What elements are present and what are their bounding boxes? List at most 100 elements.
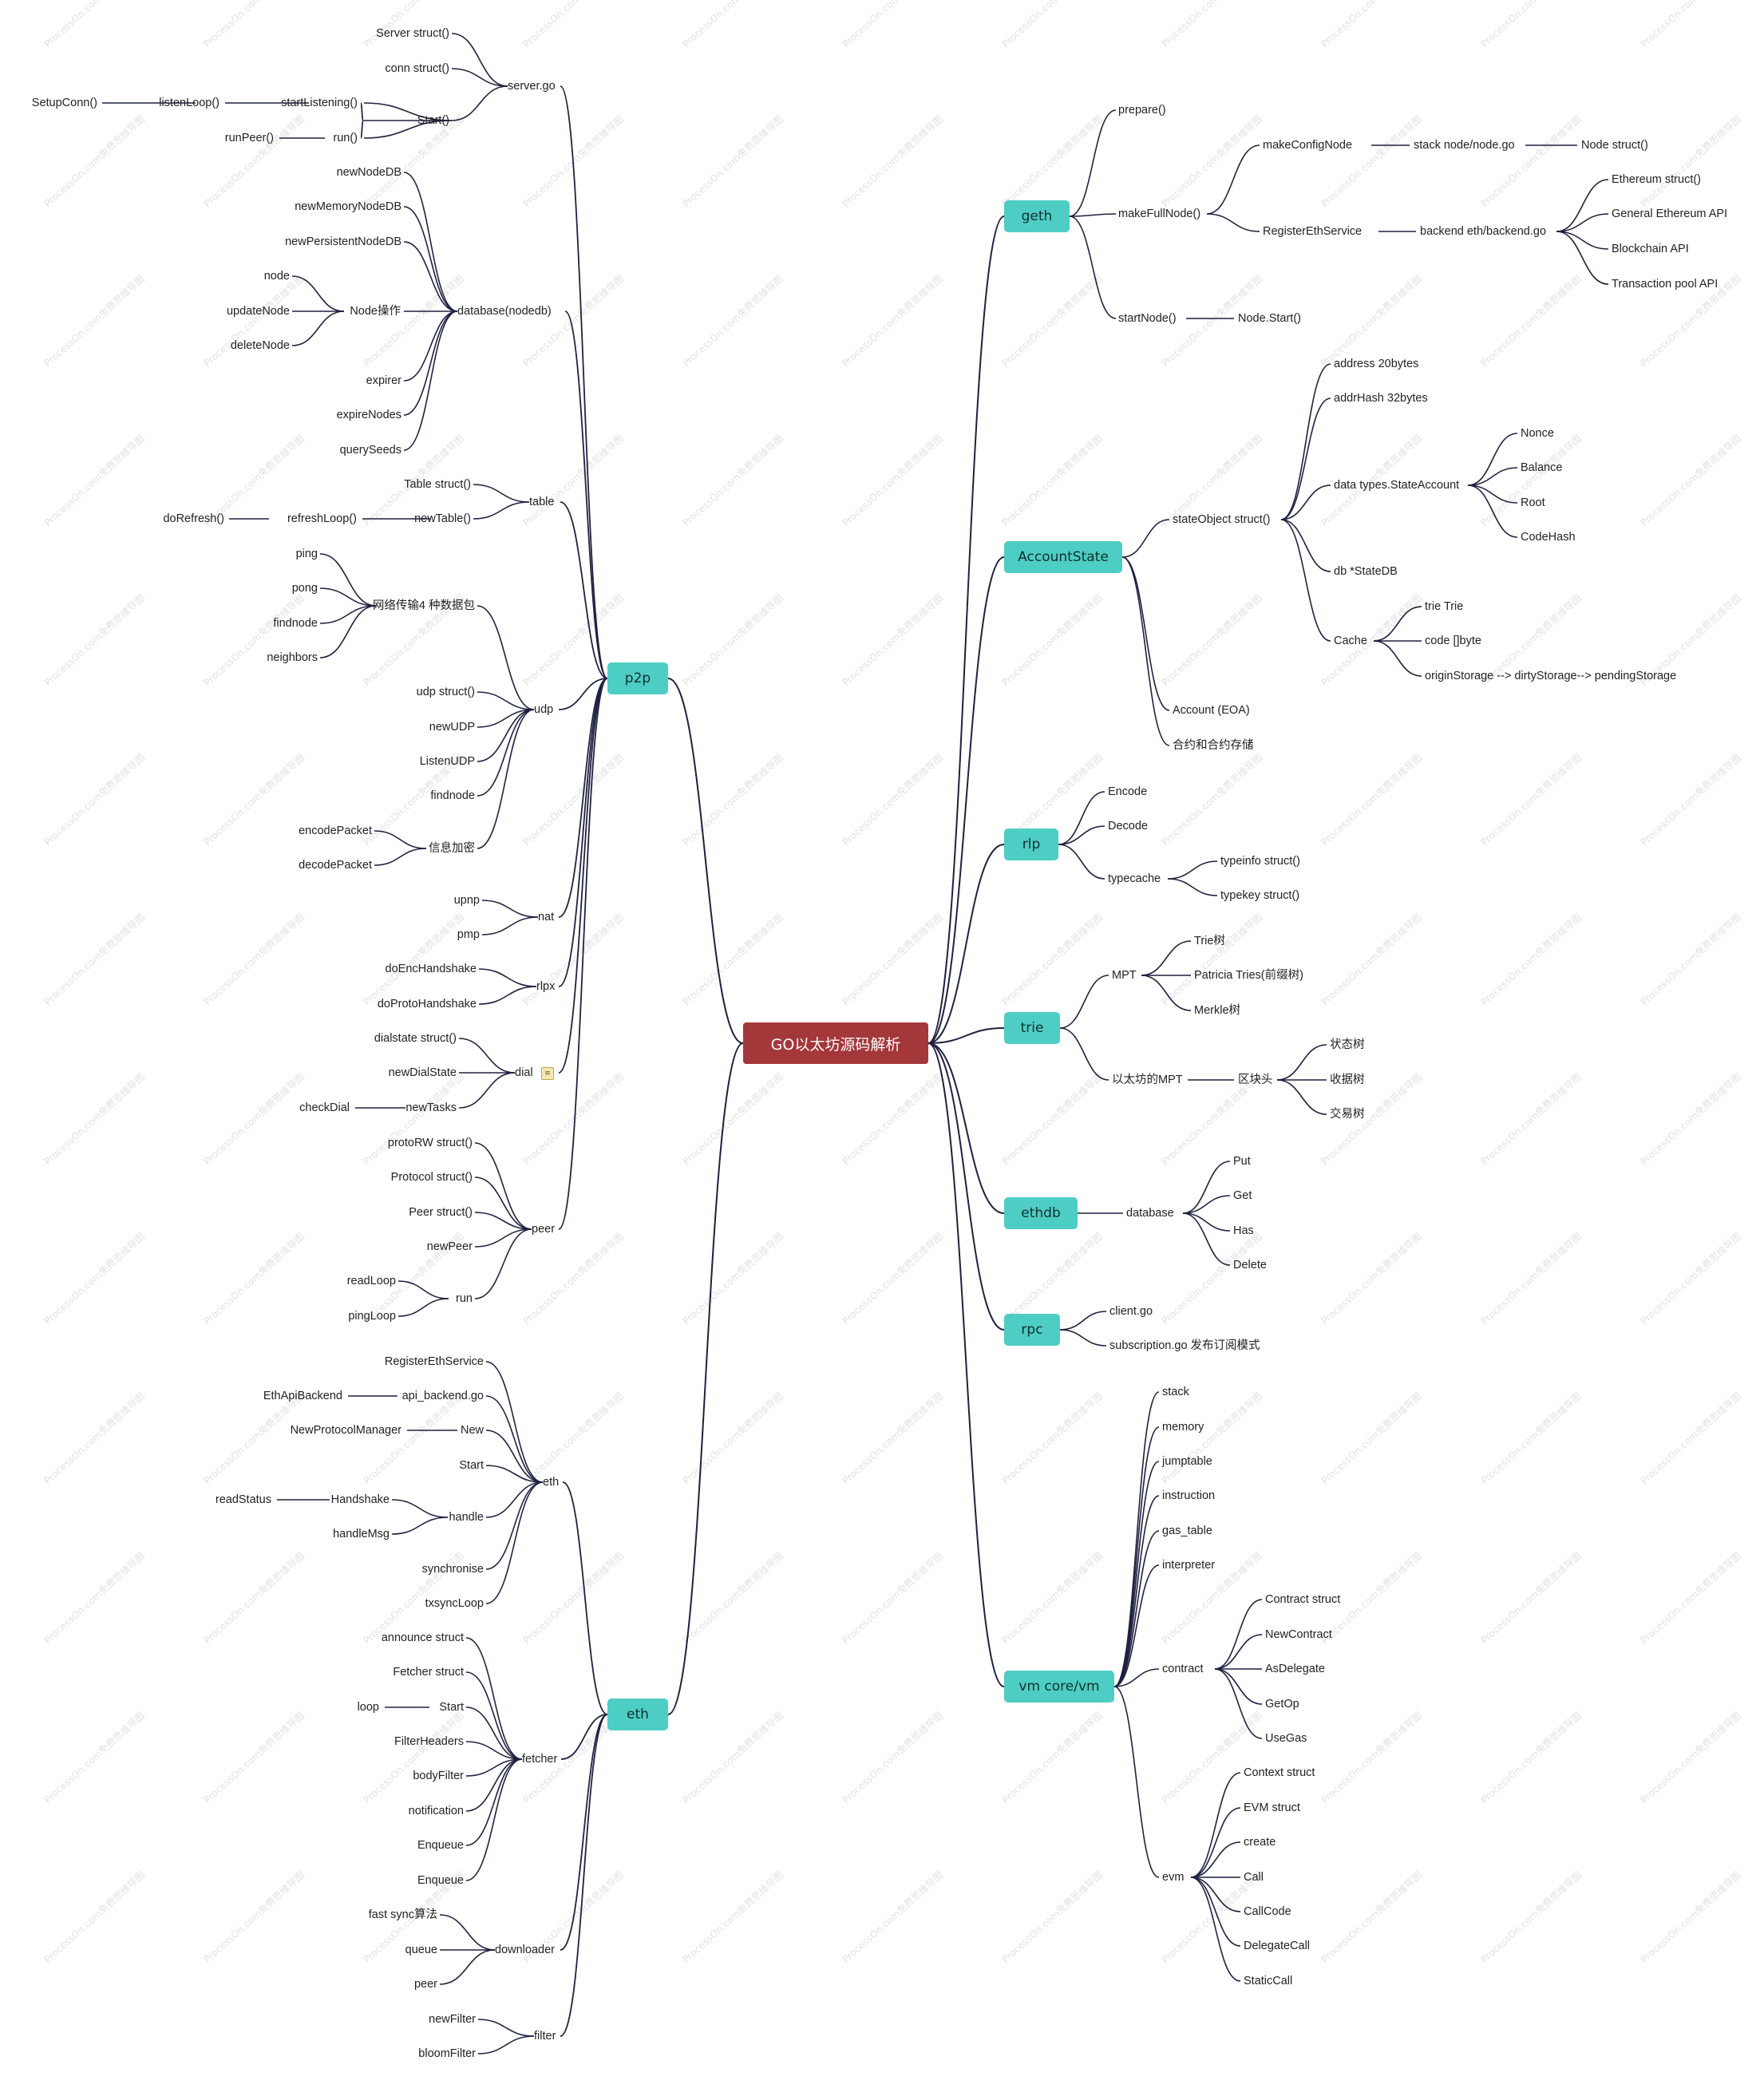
node-put[interactable]: Put xyxy=(1233,1155,1251,1168)
branch-geth[interactable]: geth xyxy=(1004,200,1070,232)
node-protocol-struct[interactable]: Protocol struct() xyxy=(390,1171,473,1184)
node-udp-struct[interactable]: udp struct() xyxy=(416,686,475,698)
node-doenchandshake[interactable]: doEncHandshake xyxy=(385,963,477,975)
node-database[interactable]: database(nodedb) xyxy=(457,305,552,318)
node-contract-storage[interactable]: 合约和合约存储 xyxy=(1173,739,1254,752)
node-nat[interactable]: nat xyxy=(538,911,555,923)
node-ethereum-struct[interactable]: Ethereum struct() xyxy=(1612,173,1701,186)
node-transaction-pool-api[interactable]: Transaction pool API xyxy=(1612,278,1719,291)
node-eth[interactable]: eth xyxy=(543,1476,560,1489)
node-handlemsg[interactable]: handleMsg xyxy=(333,1528,390,1540)
node-findnode[interactable]: findnode xyxy=(430,789,475,802)
node-api-backend[interactable]: api_backend.go xyxy=(401,1390,484,1402)
node-handshake[interactable]: Handshake xyxy=(330,1493,390,1506)
node-bodyfilter[interactable]: bodyFilter xyxy=(413,1770,464,1782)
node-conn-struct[interactable]: conn struct() xyxy=(385,62,449,75)
node-peer[interactable]: peer xyxy=(532,1223,556,1236)
node-pong[interactable]: pong xyxy=(291,582,318,595)
node-expirer[interactable]: expirer xyxy=(366,374,401,387)
node-delete[interactable]: Delete xyxy=(1233,1259,1267,1271)
node-dial[interactable]: dial xyxy=(515,1066,533,1079)
node-staticcall[interactable]: StaticCall xyxy=(1244,1975,1293,1987)
node-newudp[interactable]: newUDP xyxy=(429,721,475,734)
node-neighbors[interactable]: neighbors xyxy=(267,651,318,664)
node-fetcher[interactable]: fetcher xyxy=(522,1753,558,1766)
node-addrhash[interactable]: addrHash 32bytes xyxy=(1334,392,1428,405)
branch-trie[interactable]: trie xyxy=(1004,1012,1060,1044)
node-enqueue-2[interactable]: Enqueue xyxy=(417,1874,464,1887)
node-bloomfilter[interactable]: bloomFilter xyxy=(418,2047,476,2060)
node-eth-start[interactable]: Start xyxy=(459,1459,484,1472)
node-evm-struct[interactable]: EVM struct xyxy=(1244,1801,1300,1814)
node-trie-tree[interactable]: Trie树 xyxy=(1194,935,1225,947)
node-upnp[interactable]: upnp xyxy=(453,894,480,907)
node-ping[interactable]: ping xyxy=(295,548,318,560)
node-address[interactable]: address 20bytes xyxy=(1334,358,1419,370)
node-expirenodes[interactable]: expireNodes xyxy=(336,409,401,421)
node-stack-node[interactable]: stack node/node.go xyxy=(1414,139,1515,152)
node-runpeer[interactable]: runPeer() xyxy=(224,132,274,144)
node-trie-trie[interactable]: trie Trie xyxy=(1425,600,1464,613)
node-udp[interactable]: udp xyxy=(534,703,554,716)
node-typeinfo[interactable]: typeinfo struct() xyxy=(1220,855,1300,868)
node-interpreter[interactable]: interpreter xyxy=(1162,1559,1216,1572)
node-node-struct[interactable]: Node struct() xyxy=(1581,139,1648,152)
node-filterheaders[interactable]: FilterHeaders xyxy=(394,1735,464,1748)
node-enqueue-1[interactable]: Enqueue xyxy=(417,1839,464,1852)
branch-rpc[interactable]: rpc xyxy=(1004,1314,1060,1346)
node-refreshloop[interactable]: refreshLoop() xyxy=(287,512,357,525)
node-dialstate[interactable]: dialstate struct() xyxy=(374,1032,457,1045)
node-root[interactable]: Root xyxy=(1521,496,1545,509)
node-peer-run[interactable]: run xyxy=(456,1292,473,1305)
node-queryseeds[interactable]: querySeeds xyxy=(339,444,401,457)
node-node[interactable]: node xyxy=(263,270,290,283)
root-node[interactable]: GO以太坊源码解析 xyxy=(743,1022,928,1064)
node-account-eoa[interactable]: Account (EOA) xyxy=(1173,704,1250,717)
node-txsyncloop[interactable]: txsyncLoop xyxy=(425,1597,484,1610)
node-peer-struct[interactable]: Peer struct() xyxy=(409,1206,473,1219)
branch-eth[interactable]: eth xyxy=(607,1699,668,1730)
node-context-struct[interactable]: Context struct xyxy=(1244,1766,1315,1779)
node-gas-table[interactable]: gas_table xyxy=(1162,1525,1212,1537)
node-codehash[interactable]: CodeHash xyxy=(1521,531,1576,544)
node-new[interactable]: New xyxy=(460,1424,484,1437)
node-queue[interactable]: queue xyxy=(405,1944,437,1956)
node-patricia[interactable]: Patricia Tries(前缀树) xyxy=(1194,969,1303,982)
node-startnode[interactable]: startNode() xyxy=(1118,312,1177,325)
node-listenloop[interactable]: listenLoop() xyxy=(159,97,220,109)
node-newpersistentnodedb[interactable]: newPersistentNodeDB xyxy=(285,235,401,248)
node-jumptable[interactable]: jumptable xyxy=(1162,1455,1212,1468)
node-registerethservice[interactable]: RegisterEthService xyxy=(384,1355,484,1368)
node-fetcher-start[interactable]: Start xyxy=(439,1701,464,1714)
branch-rlp[interactable]: rlp xyxy=(1004,829,1058,860)
branch-p2p[interactable]: p2p xyxy=(607,662,668,694)
node-downloader-peer[interactable]: peer xyxy=(413,1978,437,1991)
node-encode[interactable]: Encode xyxy=(1108,785,1148,798)
node-memory[interactable]: memory xyxy=(1162,1421,1204,1434)
node-checkdial[interactable]: checkDial xyxy=(299,1101,350,1114)
node-usegas[interactable]: UseGas xyxy=(1265,1732,1307,1745)
node-loop[interactable]: loop xyxy=(357,1701,379,1714)
node-tx-tree[interactable]: 交易树 xyxy=(1330,1108,1365,1121)
node-geth-registerethservice[interactable]: RegisterEthService xyxy=(1263,225,1363,238)
node-server-struct[interactable]: Server struct() xyxy=(376,27,449,40)
node-typecache[interactable]: typecache xyxy=(1108,872,1161,885)
node-dorefresh[interactable]: doRefresh() xyxy=(163,512,224,525)
node-makeconfignode[interactable]: makeConfigNode xyxy=(1263,139,1353,152)
branch-vm[interactable]: vm core/vm xyxy=(1004,1671,1114,1703)
node-db-statedb[interactable]: db *StateDB xyxy=(1334,565,1398,578)
node-create[interactable]: create xyxy=(1244,1836,1276,1849)
node-pmp[interactable]: pmp xyxy=(457,928,480,941)
node-downloader[interactable]: downloader xyxy=(495,1944,555,1956)
node-encodepacket[interactable]: encodePacket xyxy=(299,825,372,837)
node-instruction[interactable]: instruction xyxy=(1162,1489,1216,1502)
node-stateobject[interactable]: stateObject struct() xyxy=(1173,513,1271,526)
node-mpt[interactable]: MPT xyxy=(1112,969,1137,982)
node-fetcher-struct[interactable]: Fetcher struct xyxy=(393,1666,464,1679)
node-newpeer[interactable]: newPeer xyxy=(426,1240,473,1253)
branch-accountstate[interactable]: AccountState xyxy=(1004,541,1122,573)
node-startlistening[interactable]: startListening() xyxy=(281,97,358,109)
node-get[interactable]: Get xyxy=(1233,1189,1252,1202)
node-updatenode[interactable]: updateNode xyxy=(226,305,290,318)
node-announce-struct[interactable]: announce struct xyxy=(381,1631,464,1644)
